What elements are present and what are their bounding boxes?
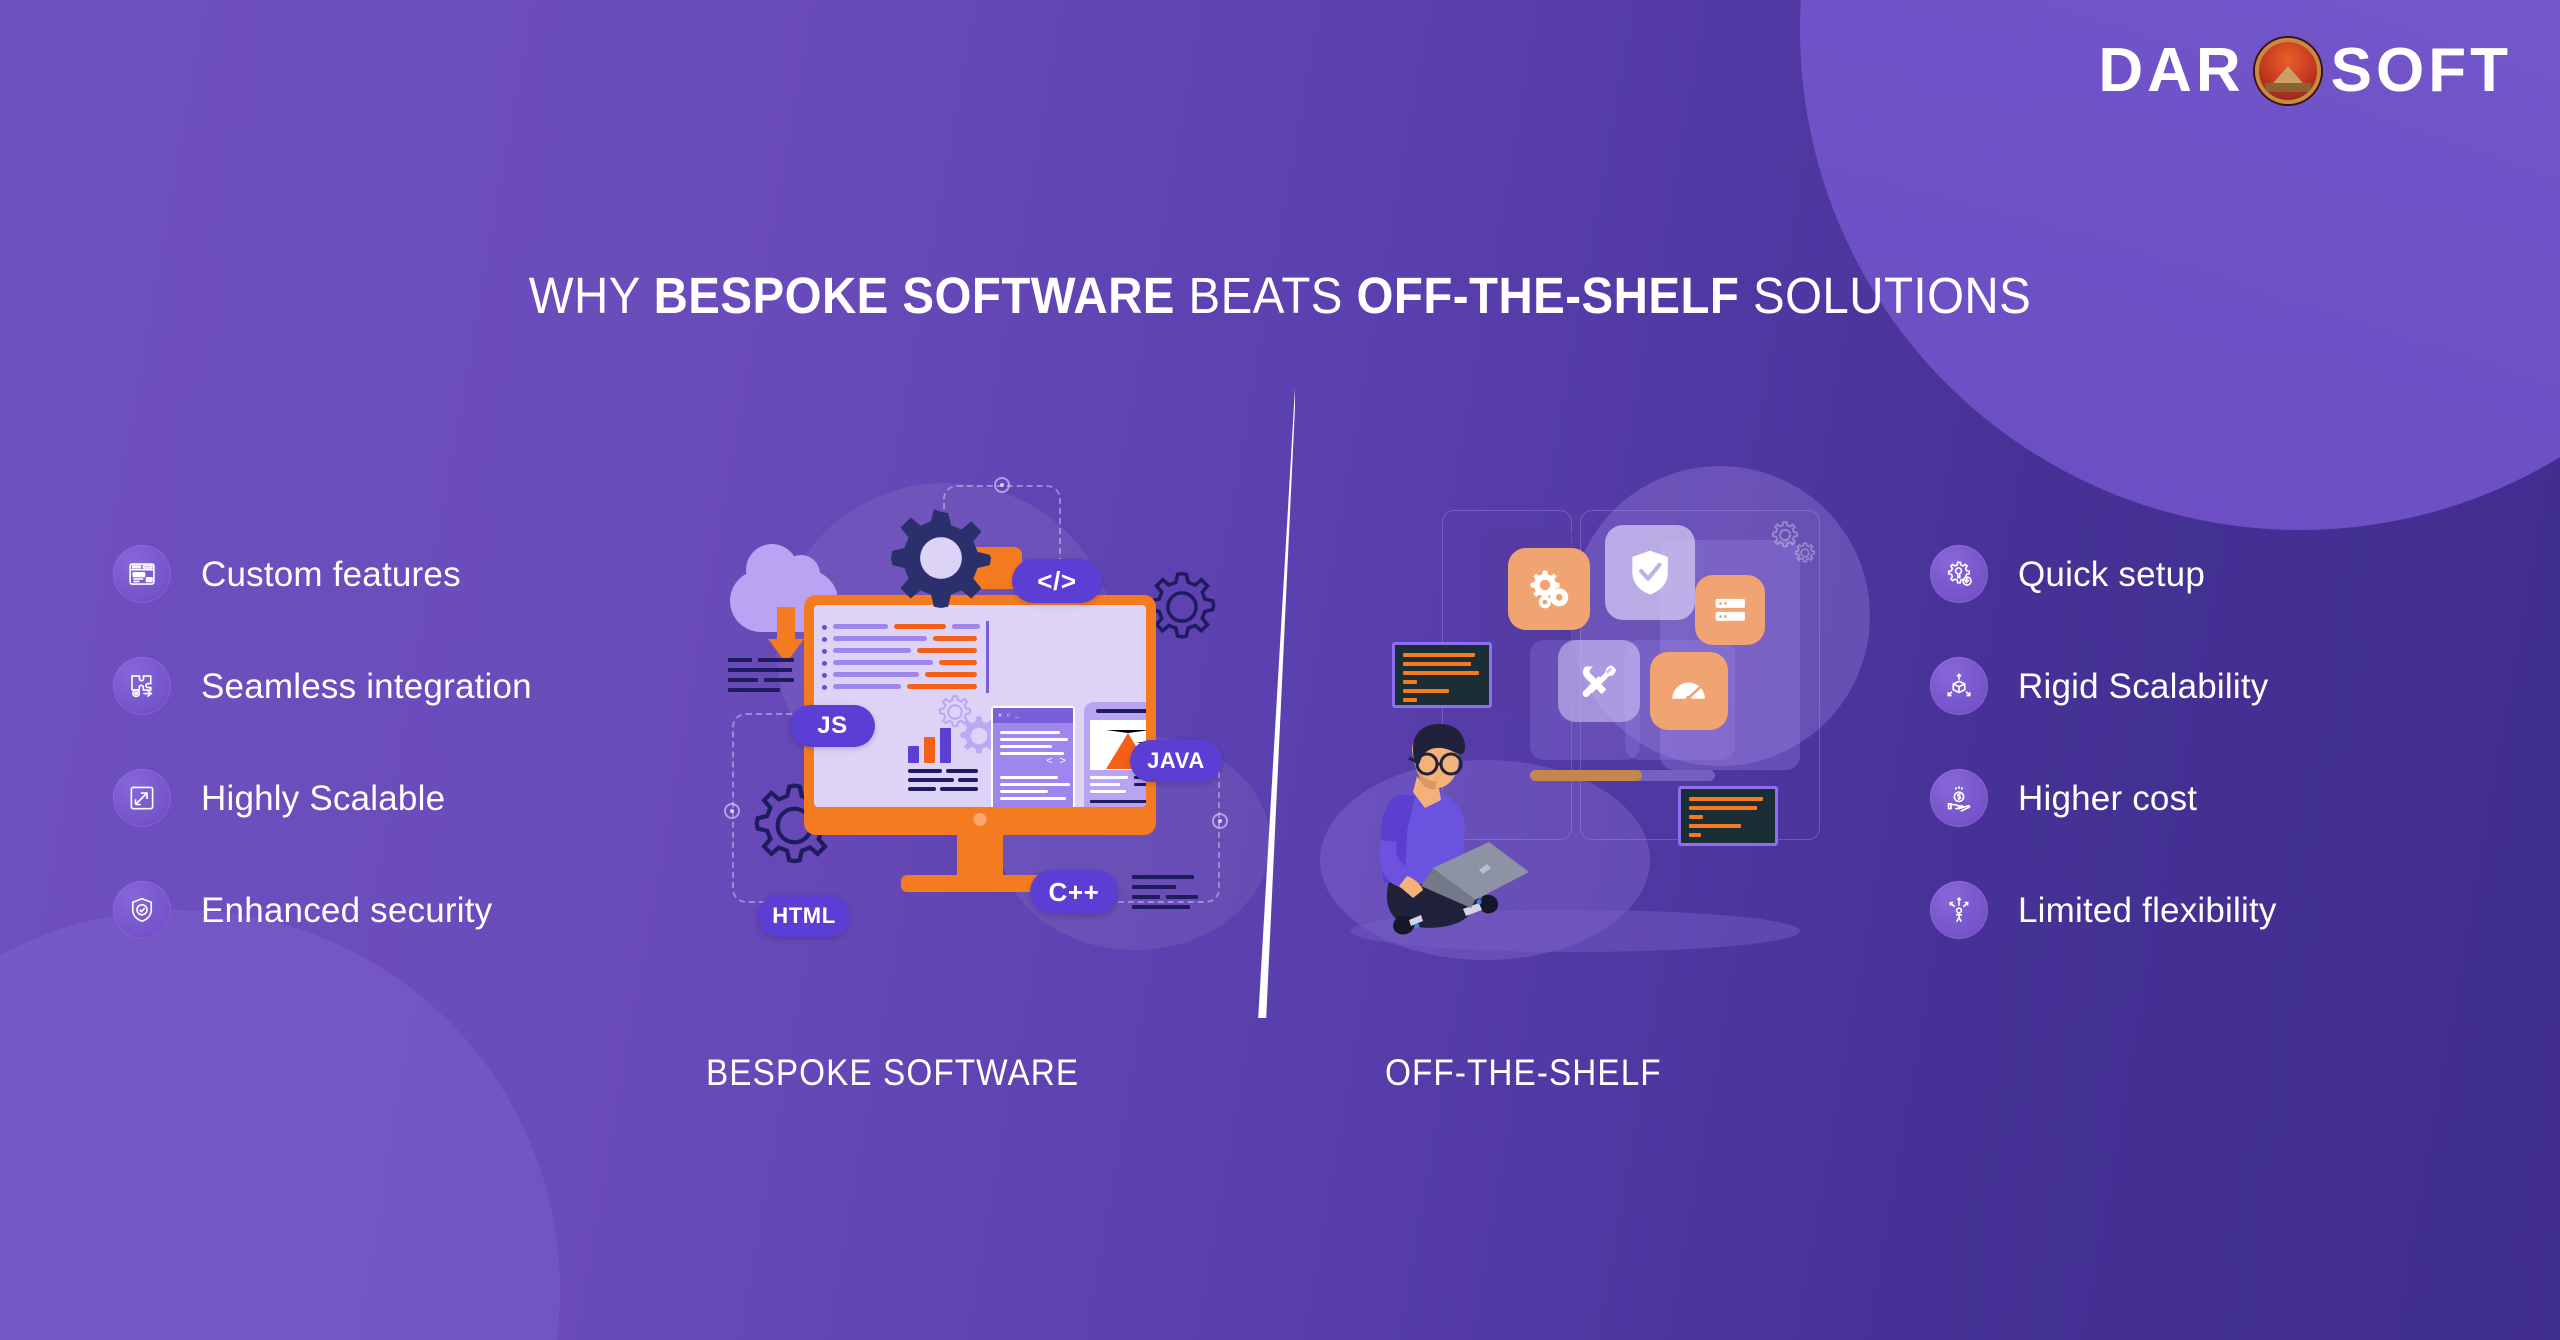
shield-check-tile: [1605, 525, 1695, 620]
page-title: WHY BESPOKE SOFTWARE BEATS OFF-THE-SHELF…: [90, 268, 2471, 323]
gear-wrench-check-icon: [1930, 545, 1988, 603]
gear-icon: [1771, 521, 1799, 548]
feature-label: Quick setup: [2018, 554, 2206, 594]
feature-label: Limited flexibility: [2018, 890, 2277, 930]
monitor-power-dot: [973, 813, 987, 826]
logo-word-soft: SOFT: [2330, 36, 2512, 105]
badge-cpp: C++: [1030, 870, 1118, 914]
person-arrows-icon: [1930, 881, 1988, 939]
hand-coin-icon: [1930, 769, 1988, 827]
download-arrow-icon: [768, 607, 804, 663]
terminal-window: ✕ ○ _ < >: [991, 706, 1075, 807]
dashed-node-right: [1212, 813, 1228, 829]
brand-logo: DAR SOFT: [2098, 38, 2512, 104]
dashed-node-top: [994, 477, 1010, 493]
expand-arrow-icon: [113, 769, 171, 827]
feature-row-higher-cost: Higher cost: [1930, 769, 2277, 827]
badge-code-tag: </>: [1012, 559, 1102, 603]
feature-label: Custom features: [201, 554, 461, 594]
code-lines-snippet: [728, 658, 798, 692]
shield-check-icon: [113, 881, 171, 939]
box-arrows-icon: [1930, 657, 1988, 715]
server-icon: [1715, 598, 1745, 621]
server-tile: [1695, 575, 1765, 645]
aztec-pyramid-emblem-icon: [2254, 38, 2321, 104]
feature-row-rigid-scalability: Rigid Scalability: [1930, 657, 2277, 715]
tools-icon: [1582, 665, 1617, 698]
code-terminal: [1392, 642, 1492, 708]
feature-label: Highly Scalable: [201, 778, 446, 818]
feature-label: Enhanced security: [201, 890, 493, 930]
feature-row-custom-features: Custom features: [113, 545, 532, 603]
feature-row-enhanced-security: Enhanced security: [113, 881, 532, 939]
tools-tile: [1558, 640, 1640, 722]
gear-icon: [1148, 571, 1216, 639]
caption-offtheshelf: OFF-THE-SHELF: [1385, 1052, 1662, 1093]
title-bold-offtheshelf: OFF-THE-SHELF: [1356, 267, 1740, 324]
feature-label: Seamless integration: [201, 666, 532, 706]
badge-java: JAVA: [1130, 740, 1222, 782]
title-bold-bespoke: BESPOKE SOFTWARE: [653, 267, 1175, 324]
bespoke-feature-list: Custom features Seamless integration: [113, 545, 532, 939]
feature-row-highly-scalable: Highly Scalable: [113, 769, 532, 827]
badge-html: HTML: [758, 895, 850, 937]
progress-bar-fill: [1530, 770, 1642, 781]
browser-window-icon: [113, 545, 171, 603]
monitor-stand-base: [901, 875, 1059, 892]
progress-bar-track: [1530, 770, 1715, 781]
badge-js: JS: [790, 705, 875, 747]
caption-bespoke: BESPOKE SOFTWARE: [706, 1052, 1080, 1093]
feature-row-limited-flexibility: Limited flexibility: [1930, 881, 2277, 939]
monitor-stand-neck: [957, 833, 1003, 879]
feature-row-seamless-integration: Seamless integration: [113, 657, 532, 715]
gear-icon: [960, 716, 998, 754]
logo-word-dar: DAR: [2098, 36, 2245, 105]
bespoke-software-illustration: ✕ ○ _ < >: [700, 455, 1270, 965]
monitor-icon: ✕ ○ _ < >: [804, 595, 1156, 835]
gear-icon: [890, 509, 992, 609]
gear-icon: [938, 694, 972, 728]
monitor-screen: ✕ ○ _ < >: [814, 605, 1146, 807]
developer-with-laptop: [1379, 724, 1529, 935]
title-part-1: WHY: [528, 267, 654, 324]
gauge-icon: [1672, 682, 1706, 702]
title-part-2: BEATS: [1174, 267, 1357, 324]
puzzle-gear-arrow-icon: [113, 657, 171, 715]
shield-check-icon: [1632, 550, 1668, 595]
offtheshelf-feature-list: Quick setup Rigid Scalability: [1930, 545, 2277, 939]
feature-row-quick-setup: Quick setup: [1930, 545, 2277, 603]
offtheshelf-illustration: [1320, 466, 1870, 970]
gear-icon: [1794, 542, 1816, 563]
bar-chart: [908, 727, 954, 763]
gauge-tile: [1650, 652, 1728, 730]
code-terminal: [1678, 786, 1778, 846]
code-lines-snippet: [1132, 875, 1202, 909]
feature-label: Higher cost: [2018, 778, 2198, 818]
feature-label: Rigid Scalability: [2018, 666, 2269, 706]
gears-tile: [1508, 548, 1590, 630]
gears-icon: [1530, 570, 1569, 609]
title-part-3: SOLUTIONS: [1739, 267, 2032, 324]
dashed-node-left: [724, 803, 740, 819]
